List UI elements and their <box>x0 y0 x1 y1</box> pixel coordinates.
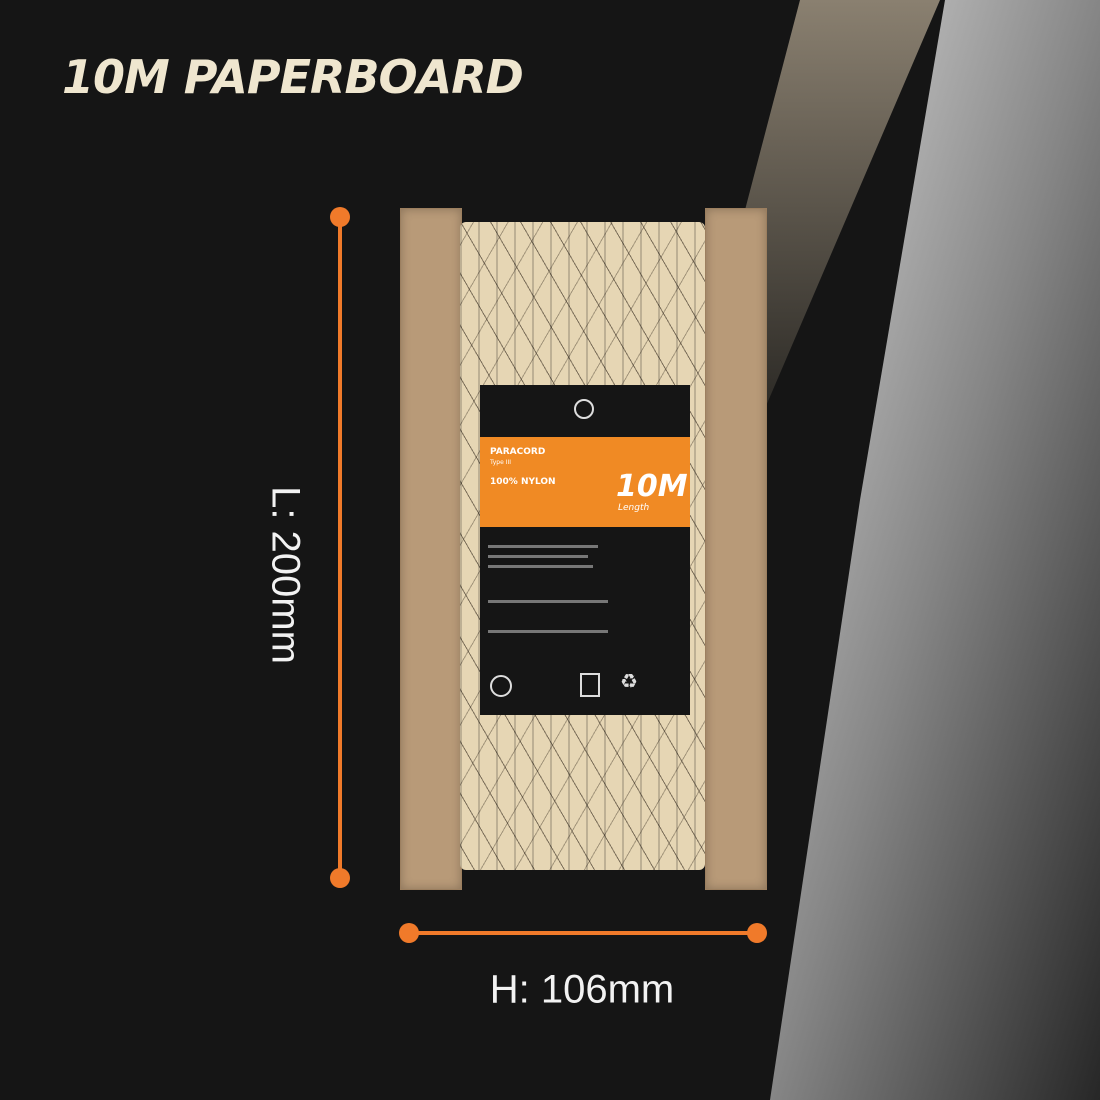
label-fine-print <box>488 630 608 633</box>
cardboard-left-flap <box>400 208 462 890</box>
recycle-icon: ♻ <box>620 669 638 693</box>
packaging-icon <box>580 673 600 697</box>
height-dimension-endpoint <box>399 923 419 943</box>
label-fine-print <box>488 555 588 558</box>
length-dimension-line <box>338 217 342 878</box>
height-dimension-endpoint <box>747 923 767 943</box>
product-label: PARACORD Type III 100% NYLON 10M Length … <box>480 385 690 715</box>
page-title: 10M PAPERBOARD <box>62 50 524 104</box>
label-length-caption: Length <box>618 503 650 513</box>
certification-icon <box>490 675 512 697</box>
label-fine-print <box>488 545 598 548</box>
height-dimension-line <box>409 931 757 935</box>
label-length-value: 10M <box>616 469 688 504</box>
height-dimension-label: H: 106mm <box>489 967 675 1012</box>
length-dimension-endpoint <box>330 868 350 888</box>
label-orange-band <box>480 437 690 527</box>
label-product-name: PARACORD <box>490 447 546 457</box>
label-material: 100% NYLON <box>490 477 556 487</box>
length-dimension-endpoint <box>330 207 350 227</box>
label-type: Type III <box>490 459 511 466</box>
cardboard-right-flap <box>705 208 767 890</box>
label-fine-print <box>488 565 593 568</box>
brand-logo-icon <box>574 399 594 419</box>
length-dimension-label: L: 200mm <box>263 486 308 664</box>
label-fine-print <box>488 600 608 603</box>
